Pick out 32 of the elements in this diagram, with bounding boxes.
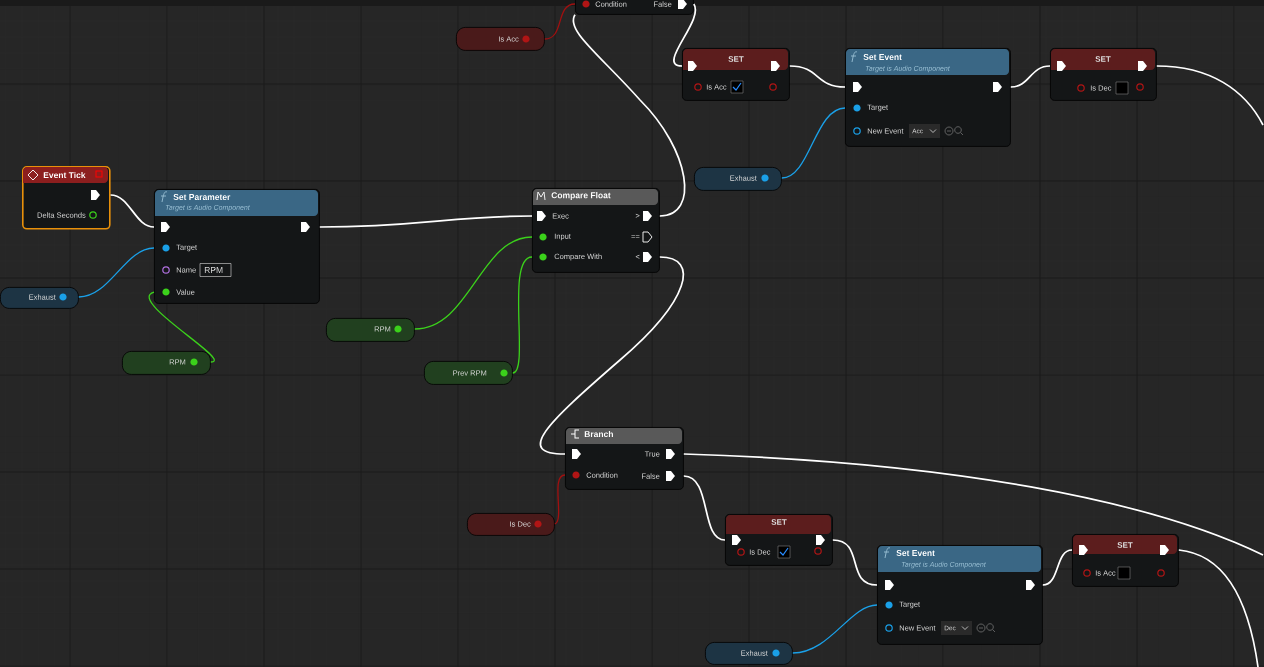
wire	[682, 475, 726, 541]
wire	[318, 215, 533, 228]
wire	[1041, 549, 1073, 586]
node-title: SET	[728, 56, 744, 62]
node-title: SET	[771, 519, 787, 525]
wire	[781, 107, 846, 179]
wire	[831, 539, 878, 586]
node-title: Set Parameter	[173, 194, 231, 200]
wire	[788, 65, 846, 88]
node-title: Event Tick	[43, 171, 86, 179]
node-title: Branch	[584, 430, 613, 438]
node-title: Set Event	[896, 550, 935, 556]
wire	[148, 291, 215, 363]
wire	[109, 194, 155, 228]
wire	[544, 3, 576, 40]
node-title: Compare Float	[551, 192, 611, 200]
node-title: SET	[1095, 56, 1111, 62]
wire	[682, 453, 1264, 556]
node-title: Set Event	[863, 54, 902, 60]
wire	[414, 236, 533, 330]
wire	[792, 604, 878, 654]
wire	[78, 247, 155, 298]
wire	[512, 256, 533, 374]
wire	[554, 474, 566, 525]
wire	[673, 3, 697, 67]
wire	[1177, 549, 1259, 667]
wire	[572, 13, 686, 217]
wire	[1009, 65, 1051, 88]
node-title: SET	[1117, 542, 1133, 548]
text-field: RPM	[199, 263, 232, 277]
wire	[539, 256, 685, 455]
wire	[1155, 65, 1264, 126]
